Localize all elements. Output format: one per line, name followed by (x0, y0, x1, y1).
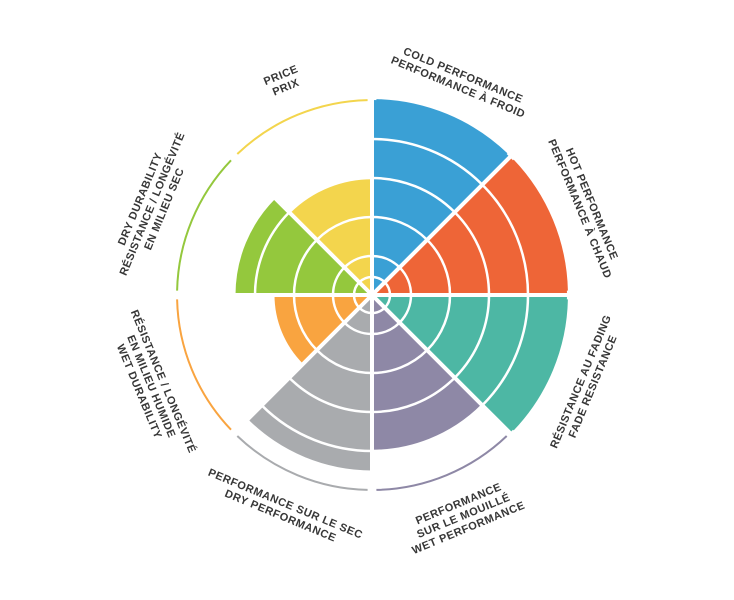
sector-label-price: PRICEPRIX (262, 63, 305, 100)
sector-fill-wet-performance (372, 295, 483, 451)
sector-fill-hot-performance (372, 157, 567, 295)
sector-max-arc-cold-performance (376, 99, 508, 155)
sector-label-dry-performance: PERFORMANCE SUR LE SECDRY PERFORMANCE (201, 467, 364, 554)
sector-separator (229, 152, 374, 297)
sector-fill-dry-durability (235, 198, 372, 295)
sector-max-arc-wet-performance (376, 435, 508, 491)
sector-max-arc-fade-resistance (512, 299, 568, 431)
sector-max-arc-price (236, 99, 368, 155)
sector-separator (370, 152, 515, 297)
sector-separator (370, 293, 515, 438)
sector-max-arc-dry-durability (176, 159, 232, 291)
sector-max-arc-hot-performance (512, 159, 568, 291)
sector-fill-fade-resistance (372, 295, 567, 433)
sector-separator (229, 293, 374, 438)
sector-fill-price (289, 178, 372, 295)
sector-fill-wet-durability (274, 295, 372, 364)
sector-fill-cold-performance (372, 100, 510, 295)
sector-label-dry-durability: DRY DURABILITYRÉSISTANCE / LONGÉVITÉEN M… (106, 126, 200, 283)
sector-max-arc-wet-durability (176, 299, 232, 431)
sector-max-arc-dry-performance (236, 435, 368, 491)
sector-label-wet-performance: PERFORMANCESUR LE MOUILLÉWET PERFORMANCE (400, 475, 526, 556)
sector-fill-dry-performance (247, 295, 372, 471)
sector-label-wet-durability: RÉSISTANCE / LONGÉVITÉEN MILIEU HUMIDEWE… (104, 308, 199, 465)
